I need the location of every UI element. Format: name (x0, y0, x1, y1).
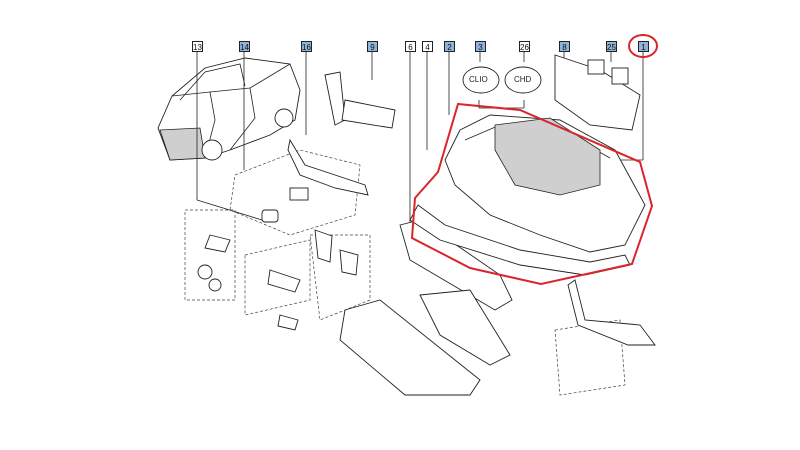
car-illustration (157, 57, 301, 161)
bumper-assembly (409, 114, 646, 276)
callout-6[interactable]: 6 (405, 41, 416, 52)
parts (197, 54, 656, 396)
callout-14[interactable]: 14 (239, 41, 250, 52)
callout-25[interactable]: 25 (606, 41, 617, 52)
callout-1-highlight-circle (628, 34, 658, 58)
group-frames (184, 149, 626, 396)
bubble-chd-label: CHD (514, 75, 532, 84)
callout-13[interactable]: 13 (192, 41, 203, 52)
callout-9[interactable]: 9 (367, 41, 378, 52)
callout-4[interactable]: 4 (422, 41, 433, 52)
selection-highlight (410, 102, 654, 286)
callout-26[interactable]: 26 (519, 41, 530, 52)
callout-16[interactable]: 16 (301, 41, 312, 52)
bubble-clio-label: CLIO (469, 75, 488, 84)
callout-8[interactable]: 8 (559, 41, 570, 52)
callout-2[interactable]: 2 (444, 41, 455, 52)
callout-3[interactable]: 3 (475, 41, 486, 52)
callout-1[interactable]: 1 (638, 41, 649, 52)
